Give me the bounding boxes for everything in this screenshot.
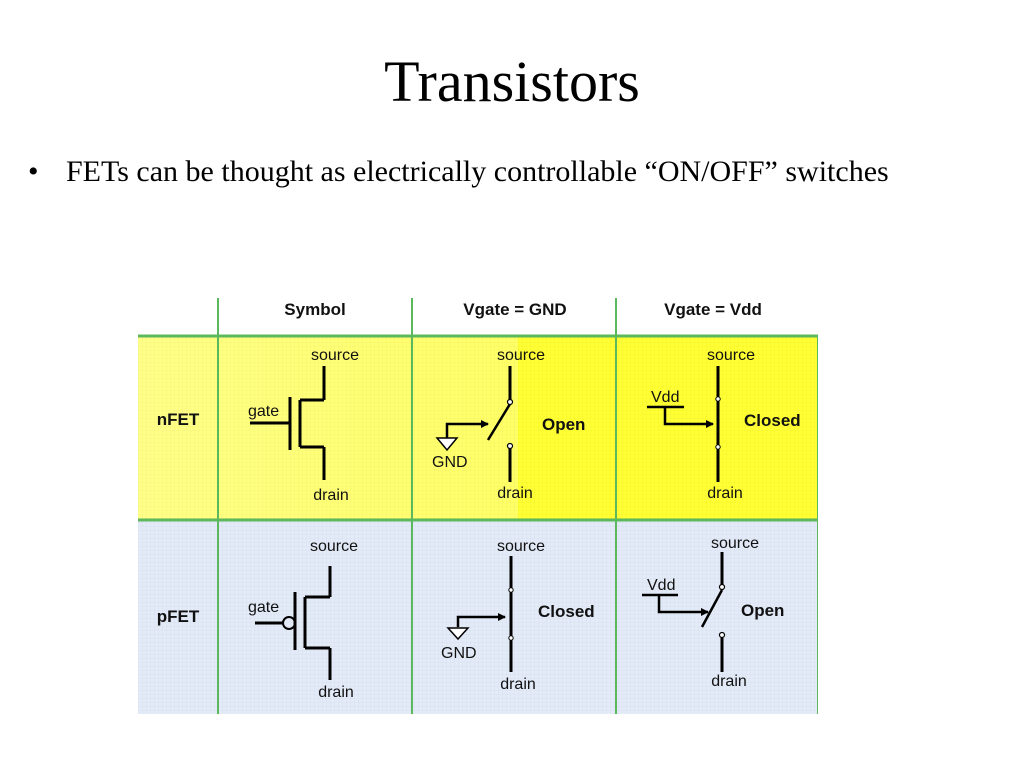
ground-icon [446, 627, 470, 641]
pfet-gnd-drain-label: drain [500, 676, 536, 693]
header-symbol: Symbol [284, 300, 345, 319]
pfet-vdd-switch [642, 552, 724, 672]
pfet-vdd-drain-label: drain [711, 673, 747, 690]
nfet-gnd-control-label: GND [432, 454, 468, 471]
nfet-vdd-control-label: Vdd [651, 389, 679, 406]
nfet-source-label: source [311, 347, 359, 364]
nfet-gnd-switch [445, 366, 512, 482]
nfet-gate-label: gate [248, 403, 279, 420]
pfet-drain-label: drain [318, 684, 354, 701]
pfet-source-label: source [310, 538, 358, 555]
fet-table-svg: Symbol Vgate = GND Vgate = Vdd nFET pFET… [138, 290, 818, 714]
nfet-gnd-source-label: source [497, 347, 545, 364]
inversion-bubble-icon [282, 616, 296, 630]
row-label-nfet: nFET [157, 410, 200, 429]
grid-texture [138, 336, 818, 714]
switch-terminal [718, 631, 726, 639]
header-vgate-vdd: Vgate = Vdd [664, 300, 762, 319]
nfet-drain-label: drain [313, 487, 349, 504]
switch-terminal [718, 583, 726, 591]
bullet-marker: • [28, 155, 39, 188]
nfet-vdd-state: Closed [744, 411, 801, 430]
nfet-symbol [250, 366, 326, 480]
pfet-gnd-source-label: source [497, 538, 545, 555]
pfet-vdd-state: Open [741, 601, 784, 620]
fet-switch-table: Symbol Vgate = GND Vgate = Vdd nFET pFET… [138, 290, 818, 714]
slide-title: Transistors [384, 49, 640, 114]
nfet-vdd-switch [647, 366, 720, 482]
header-vgate-gnd: Vgate = GND [463, 300, 566, 319]
switch-terminal [508, 587, 514, 593]
pfet-vdd-control-label: Vdd [647, 577, 675, 594]
ground-icon [435, 437, 459, 452]
nfet-gnd-drain-label: drain [497, 485, 533, 502]
switch-terminal [715, 444, 721, 450]
bullet-text: FETs can be thought as electrically cont… [66, 155, 889, 188]
switch-terminal [715, 396, 721, 402]
nfet-vdd-drain-label: drain [707, 485, 743, 502]
pfet-gnd-control-label: GND [441, 645, 477, 662]
switch-terminal [506, 442, 514, 450]
nfet-vdd-source-label: source [707, 347, 755, 364]
pfet-gate-label: gate [248, 599, 279, 616]
header-row-bg [138, 290, 818, 336]
nfet-gnd-state: Open [542, 415, 585, 434]
switch-terminal [506, 398, 514, 406]
pfet-gnd-switch [456, 556, 513, 672]
switch-terminal [508, 635, 514, 641]
row-label-pfet: pFET [157, 607, 200, 626]
pfet-gnd-state: Closed [538, 602, 595, 621]
pfet-vdd-source-label: source [711, 535, 759, 552]
